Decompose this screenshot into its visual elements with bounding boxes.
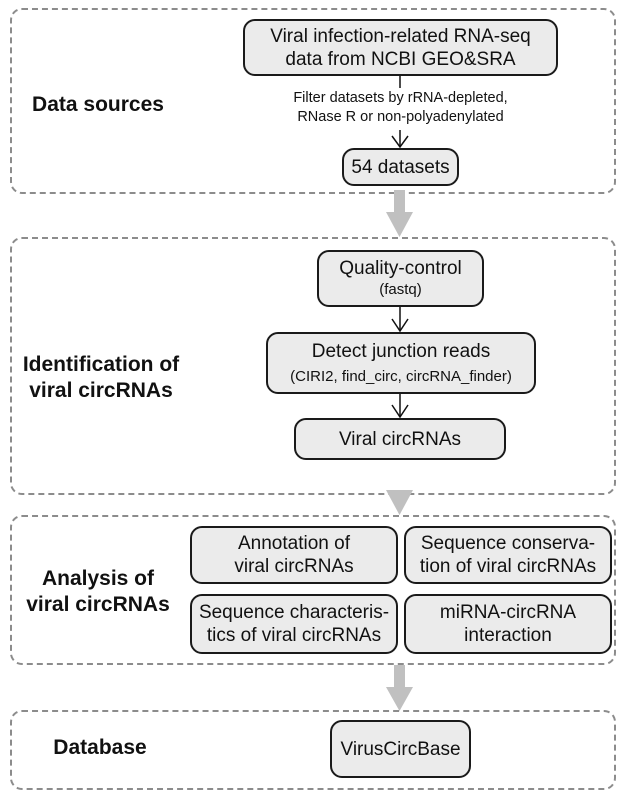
node-text-line2: tics of viral circRNAs [206,625,382,646]
node-sequence-conservation: Sequence conserva- tion of viral circRNA… [404,526,612,584]
node-text-line1: Annotation of [238,533,350,554]
node-text: Viral circRNAs [338,428,462,450]
node-54-datasets: 54 datasets [342,148,459,186]
node-text-line1: Sequence conserva- [420,533,596,554]
node-title: Quality-control [339,258,462,279]
node-text: 54 datasets [351,156,450,178]
filter-criteria-note: Filter datasets by rRNA-depleted, RNase … [258,89,543,127]
section-analysis [10,515,616,665]
node-annotation: Annotation of viral circRNAs [190,526,398,584]
section-label-analysis: Analysis of viral circRNAs [14,566,182,618]
section-label-identification: Identification of viral circRNAs [10,352,192,404]
section-label-database: Database [53,736,147,759]
node-title: Detect junction reads [311,340,491,362]
node-quality-control: Quality-control (fastq) [317,250,484,307]
section-identification [10,237,616,495]
node-text-line2: data from NCBI GEO&SRA [285,48,516,70]
node-text-line2: viral circRNAs [234,556,354,577]
note-line2: RNase R or non-polyadenylated [297,109,504,125]
label-line2: viral circRNAs [29,379,173,402]
node-text-line1: Viral infection-related RNA-seq [270,25,531,47]
node-text-line2: interaction [464,625,552,646]
label-line2: viral circRNAs [26,593,170,616]
section-label-data-sources: Data sources [32,93,164,116]
node-text: VirusCircBase [340,738,461,760]
note-line1: Filter datasets by rRNA-depleted, [293,90,508,106]
label-line1: Identification of [22,353,180,376]
node-sequence-characteristics: Sequence characteris- tics of viral circ… [190,594,398,654]
node-text-line2: tion of viral circRNAs [419,556,597,577]
node-detect-junction-reads: Detect junction reads (CIRI2, find_circ,… [266,332,536,394]
flow-arrow-1 [386,190,413,237]
label-line1: Analysis of [41,567,155,590]
node-mirna-circrna-interaction: miRNA-circRNA interaction [404,594,612,654]
node-viral-circrnas: Viral circRNAs [294,418,506,460]
section-database [10,710,616,790]
node-text-line1: Sequence characteris- [198,602,390,623]
node-subtitle: (fastq) [379,281,422,298]
node-rna-seq-source: Viral infection-related RNA-seq data fro… [243,19,558,76]
node-text-line1: miRNA-circRNA [439,602,577,623]
node-viruscircbase: VirusCircBase [330,720,471,778]
section-data-sources [10,8,616,194]
node-subtitle: (CIRI2, find_circ, circRNA_finder) [290,367,512,385]
flow-arrow-3 [386,665,413,711]
